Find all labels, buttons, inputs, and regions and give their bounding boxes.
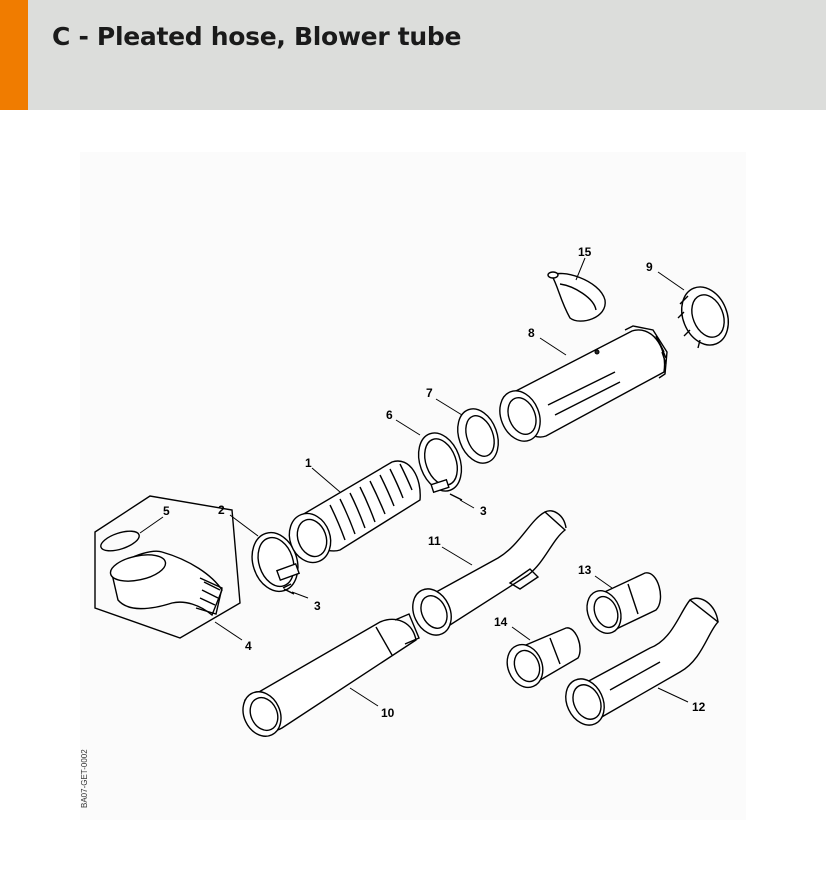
- figure-reference-code: BA07-GET-0002: [80, 749, 89, 808]
- callout-15: 15: [578, 245, 592, 259]
- callout-6: 6: [386, 408, 393, 422]
- part-6-clamp: [417, 432, 463, 494]
- callout-8: 8: [528, 326, 535, 340]
- callout-5: 5: [163, 504, 170, 518]
- callout-1: 1: [305, 456, 312, 470]
- callout-13: 13: [578, 563, 592, 577]
- part-1-pleated-hose: [288, 460, 421, 564]
- callout-3-lower: 3: [314, 599, 321, 613]
- callout-4: 4: [245, 639, 252, 653]
- part-10-tube: [242, 613, 420, 737]
- header-accent-bar: [0, 0, 28, 110]
- part-14-nozzle: [506, 627, 581, 689]
- leader-lines: [139, 257, 689, 707]
- part-12-tube: [565, 597, 720, 726]
- part-2-clamp: [251, 531, 301, 593]
- callout-14: 14: [494, 615, 508, 629]
- callout-10: 10: [381, 706, 395, 720]
- callout-labels: 1 2 3 3 4 5 6 7 8 9 10 11 12 13 14 15: [163, 245, 706, 720]
- part-3-screw-upper: [449, 493, 463, 501]
- part-13-nozzle: [586, 572, 662, 634]
- part-7-ring: [457, 408, 499, 464]
- page-title: C - Pleated hose, Blower tube: [52, 22, 462, 51]
- part-8-tube: [499, 325, 668, 442]
- callout-12: 12: [692, 700, 706, 714]
- part-4-inset: [94, 495, 241, 639]
- callout-9: 9: [646, 260, 653, 274]
- part-9-nut: [677, 286, 729, 349]
- part-3-screw-lower: [283, 588, 295, 595]
- page-header: C - Pleated hose, Blower tube: [0, 0, 826, 110]
- callout-11: 11: [428, 534, 441, 548]
- callout-3-upper: 3: [480, 504, 487, 518]
- callout-7: 7: [426, 386, 433, 400]
- callout-2: 2: [218, 503, 225, 517]
- part-11-tube: [412, 510, 567, 636]
